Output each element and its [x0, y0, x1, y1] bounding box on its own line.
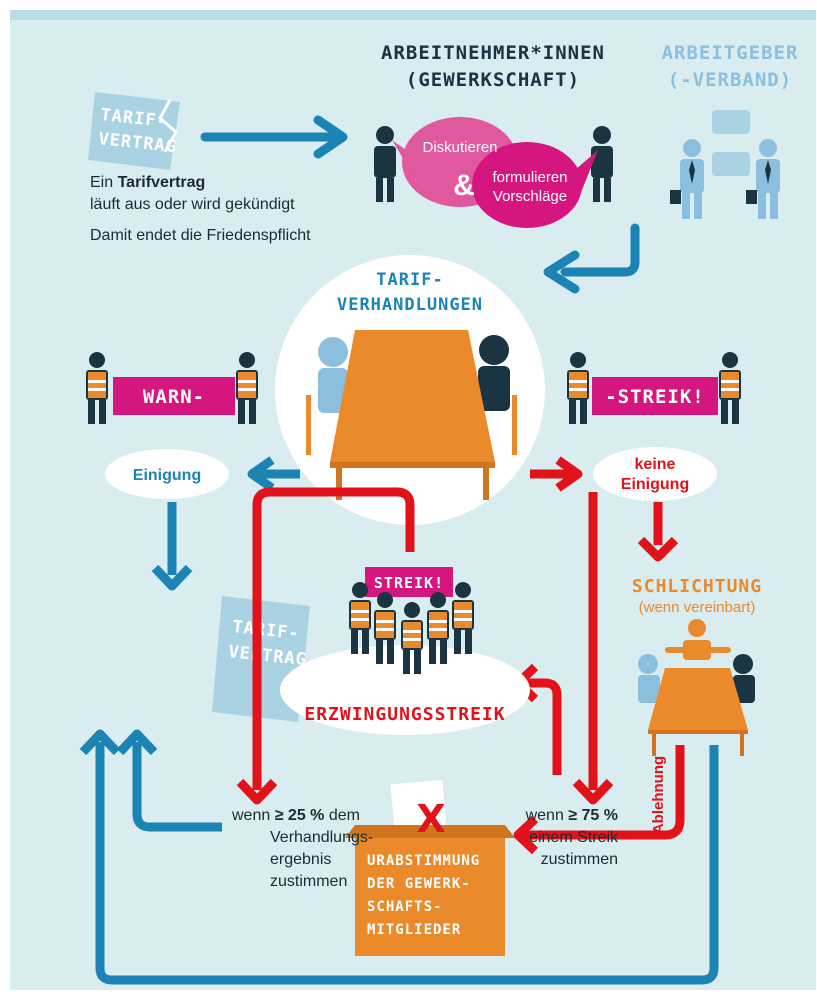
- arrow-to-arbitration: [637, 502, 679, 562]
- condition-left-post: dem: [324, 807, 360, 824]
- condition-left-bold: ≥ 25 %: [274, 807, 325, 824]
- agreement-oval: [105, 449, 229, 499]
- contract-top-text-bold: Tarifvertrag: [117, 174, 206, 191]
- warn-banner-right-text: -STREIK!: [605, 386, 705, 408]
- employees-heading-line2: (GEWERKSCHAFT): [405, 69, 581, 91]
- arrow-rejection-to-ballot: [513, 745, 685, 855]
- condition-right: wenn ≥ 75 % einem Streik zustimmen: [508, 805, 618, 871]
- employers-heading-line1: ARBEITGEBER: [661, 42, 799, 64]
- agreement-label: Einigung: [133, 467, 201, 484]
- warn-banner-left: [113, 377, 235, 415]
- condition-right-pre: wenn: [525, 807, 569, 824]
- negotiation-title-line2: VERHANDLUNGEN: [336, 295, 484, 315]
- condition-right-line3: zustimmen: [540, 851, 618, 868]
- bubble-discuss-text: Diskutieren: [422, 139, 497, 156]
- contract-top-text-line3: Damit endet die Friedenspflicht: [90, 227, 311, 244]
- no-agreement-oval: [593, 447, 717, 501]
- employer-bubbles: [712, 110, 750, 176]
- strike-sign: [365, 567, 453, 597]
- condition-left-line2: Verhandlungs-: [270, 829, 374, 846]
- warn-striker-3: [567, 352, 589, 424]
- blue-loop-outer: [79, 729, 719, 985]
- strike-oval: [280, 645, 530, 735]
- no-agreement-label-1: keine: [635, 456, 676, 473]
- ballot-line2: DER GEWERK-: [367, 876, 471, 892]
- employer-person-left: [670, 139, 704, 219]
- arrow-to-agreement: [247, 456, 300, 492]
- negotiation-table-scene: [306, 330, 517, 500]
- speech-bubble-formulate: [472, 142, 598, 228]
- condition-right-line2: einem Streik: [529, 829, 618, 846]
- strike-sign-text: STREIK!: [374, 574, 444, 592]
- top-accent-bar: [10, 10, 816, 20]
- ballot-line4: MITGLIEDER: [367, 922, 461, 938]
- arbitration-subtitle: (wenn vereinbart): [639, 599, 756, 616]
- bubble-formulate-line2: Vorschläge: [493, 188, 567, 205]
- strike-label: ERZWINGUNGSSTREIK: [304, 704, 505, 725]
- negotiation-title: TARIF- VERHANDLUNGEN: [320, 268, 500, 318]
- blue-loop-inner: [116, 729, 222, 832]
- condition-left: wenn ≥ 25 % dem Verhandlungs- ergebnis z…: [232, 805, 374, 893]
- employees-heading-line1: ARBEITNEHMER*INNEN: [381, 42, 605, 64]
- ballot-mark: X: [416, 797, 445, 841]
- arrow-agreement-to-contract: [151, 502, 193, 591]
- condition-left-pre: wenn: [232, 807, 275, 824]
- warn-banner-left-text: WARN-: [143, 386, 205, 408]
- warn-striker-4: [719, 352, 741, 424]
- red-loop-strike: [236, 487, 415, 805]
- employers-heading-line2: (-VERBAND): [667, 69, 793, 91]
- condition-left-line4: zustimmen: [270, 873, 348, 890]
- union-worker-left: [374, 126, 396, 202]
- arrow-to-no-agreement: [530, 456, 583, 492]
- arrow-contract-to-union: [200, 115, 348, 159]
- employers-heading: ARBEITGEBER (-VERBAND): [650, 40, 810, 94]
- employer-person-right: [746, 139, 780, 219]
- union-worker-right: [591, 126, 613, 202]
- arrow-to-negotiation: [543, 223, 640, 294]
- bubble-formulate-line1: formulieren: [492, 169, 567, 186]
- warn-striker-2: [236, 352, 258, 424]
- employees-heading: ARBEITNEHMER*INNEN (GEWERKSCHAFT): [368, 40, 618, 94]
- bubble-ampersand: &: [453, 169, 475, 202]
- contract-top-description: Ein Tarifvertrag läuft aus oder wird gek…: [90, 172, 350, 247]
- no-agreement-label-2: Einigung: [621, 476, 689, 493]
- red-line-no-agreement-down: [572, 492, 614, 805]
- negotiation-title-line1: TARIF-: [376, 270, 444, 290]
- contract-document-top: [88, 92, 180, 170]
- warn-banner-right: [592, 377, 718, 415]
- condition-right-bold: ≥ 75 %: [568, 807, 618, 824]
- rejection-label: Ablehnung: [650, 756, 667, 834]
- contract-top-text-pre: Ein: [90, 174, 118, 191]
- ballot-line3: SCHAFTS-: [367, 899, 442, 915]
- condition-left-line3: ergebnis: [270, 851, 332, 868]
- arbitration-table-scene: [638, 619, 755, 756]
- arbitration-title: SCHLICHTUNG: [632, 576, 762, 597]
- ballot-line1: URABSTIMMUNG: [367, 853, 480, 869]
- warn-striker-1: [86, 352, 108, 424]
- contract-top-text-line2: läuft aus oder wird gekündigt: [90, 196, 295, 213]
- ballot-box: [345, 779, 515, 956]
